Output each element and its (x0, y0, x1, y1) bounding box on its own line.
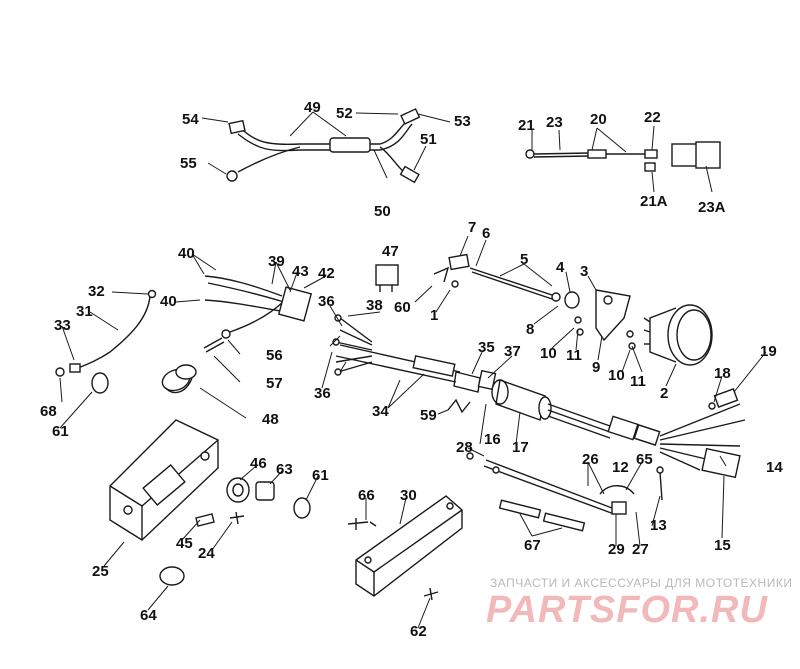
callout-11-a: 11 (566, 347, 582, 364)
sender-wire (433, 253, 561, 302)
callout-61-b: 61 (312, 467, 329, 484)
callout-17: 17 (512, 439, 529, 456)
tachometer-gauge (643, 304, 713, 366)
callout-2: 2 (660, 385, 668, 402)
callout-3: 3 (580, 263, 588, 280)
gauge-bracket (564, 289, 636, 350)
callout-4: 4 (556, 259, 565, 276)
callout-35: 35 (478, 339, 495, 356)
callout-43: 43 (292, 263, 309, 280)
callout-19: 19 (760, 343, 777, 360)
warning-horn (161, 364, 197, 394)
callout-27: 27 (632, 541, 649, 558)
callout-21A: 21A (640, 193, 668, 210)
callout-labels: 49 54 52 53 51 55 50 21 23 20 22 21A 23A… (40, 99, 783, 640)
callout-25: 25 (92, 563, 109, 580)
callout-34: 34 (372, 403, 389, 420)
callout-52: 52 (336, 105, 353, 122)
callout-62: 62 (410, 623, 427, 640)
ground-wire (55, 289, 157, 394)
callout-15: 15 (714, 537, 731, 554)
callout-31: 31 (76, 303, 93, 320)
watermark-caption: ЗАПЧАСТИ И АКСЕССУАРЫ ДЛЯ МОТОТЕХНИКИ (490, 576, 792, 590)
callout-46: 46 (250, 455, 267, 472)
hose-clamp (159, 566, 185, 586)
callout-36-a: 36 (318, 293, 335, 310)
callout-16: 16 (484, 431, 501, 448)
callout-8: 8 (526, 321, 534, 338)
callout-12: 12 (612, 459, 629, 476)
callout-54: 54 (182, 111, 199, 128)
callout-53: 53 (454, 113, 471, 130)
callout-68: 68 (40, 403, 57, 420)
trim-switch-harness (203, 264, 399, 353)
control-box (109, 419, 219, 541)
callout-57: 57 (266, 375, 283, 392)
callout-30: 30 (400, 487, 417, 504)
callout-61-a: 61 (52, 423, 69, 440)
callout-45: 45 (176, 535, 193, 552)
callout-63: 63 (276, 461, 293, 478)
callout-22: 22 (644, 109, 661, 126)
callout-1: 1 (430, 307, 438, 324)
callout-38: 38 (366, 297, 383, 314)
callout-67: 67 (524, 537, 541, 554)
callout-29: 29 (608, 541, 625, 558)
battery-cable-harness (226, 108, 421, 184)
wire-clip (447, 398, 471, 414)
callout-14: 14 (766, 459, 783, 476)
callout-64: 64 (140, 607, 157, 624)
callout-40-a: 40 (178, 245, 195, 262)
callout-13: 13 (650, 517, 667, 534)
callout-51: 51 (420, 131, 437, 148)
grommets-and-plugs (195, 477, 311, 527)
callout-40-b: 40 (160, 293, 177, 310)
callout-28: 28 (456, 439, 473, 456)
leader-lines (59, 111, 767, 629)
callout-10-b: 10 (608, 367, 625, 384)
cover-plate (347, 495, 463, 601)
callout-60: 60 (394, 299, 411, 316)
callout-47: 47 (382, 243, 399, 260)
main-cable (332, 314, 497, 393)
callout-23: 23 (546, 114, 563, 131)
gauge-lead-wire (525, 141, 721, 172)
callout-36-b: 36 (314, 385, 331, 402)
callout-24: 24 (198, 545, 215, 562)
callout-18: 18 (714, 365, 731, 382)
callout-66: 66 (358, 487, 375, 504)
callout-50: 50 (374, 203, 391, 220)
callout-11-b: 11 (630, 373, 646, 390)
callout-48: 48 (262, 411, 279, 428)
callout-32: 32 (88, 283, 105, 300)
callout-59: 59 (420, 407, 437, 424)
callout-56: 56 (266, 347, 283, 364)
callout-39: 39 (268, 253, 285, 270)
watermark: ЗАПЧАСТИ И АКСЕССУАРЫ ДЛЯ МОТОТЕХНИКИ PA… (486, 576, 792, 631)
callout-20: 20 (590, 111, 607, 128)
main-harness-connector (491, 379, 746, 479)
callout-5: 5 (520, 251, 528, 268)
callout-7: 7 (468, 219, 476, 236)
callout-21: 21 (518, 117, 535, 134)
callout-10-a: 10 (540, 345, 557, 362)
callout-37: 37 (504, 343, 521, 360)
watermark-logo: PARTSFOR.RU (486, 589, 768, 631)
callout-55: 55 (180, 155, 197, 172)
trim-sender-leads (466, 452, 664, 515)
callout-49: 49 (304, 99, 321, 116)
callout-23A: 23A (698, 199, 726, 216)
callout-33: 33 (54, 317, 71, 334)
callout-6: 6 (482, 225, 490, 242)
sleeves (498, 499, 586, 532)
callout-9: 9 (592, 359, 600, 376)
callout-26: 26 (582, 451, 599, 468)
callout-42: 42 (318, 265, 335, 282)
callout-65: 65 (636, 451, 653, 468)
